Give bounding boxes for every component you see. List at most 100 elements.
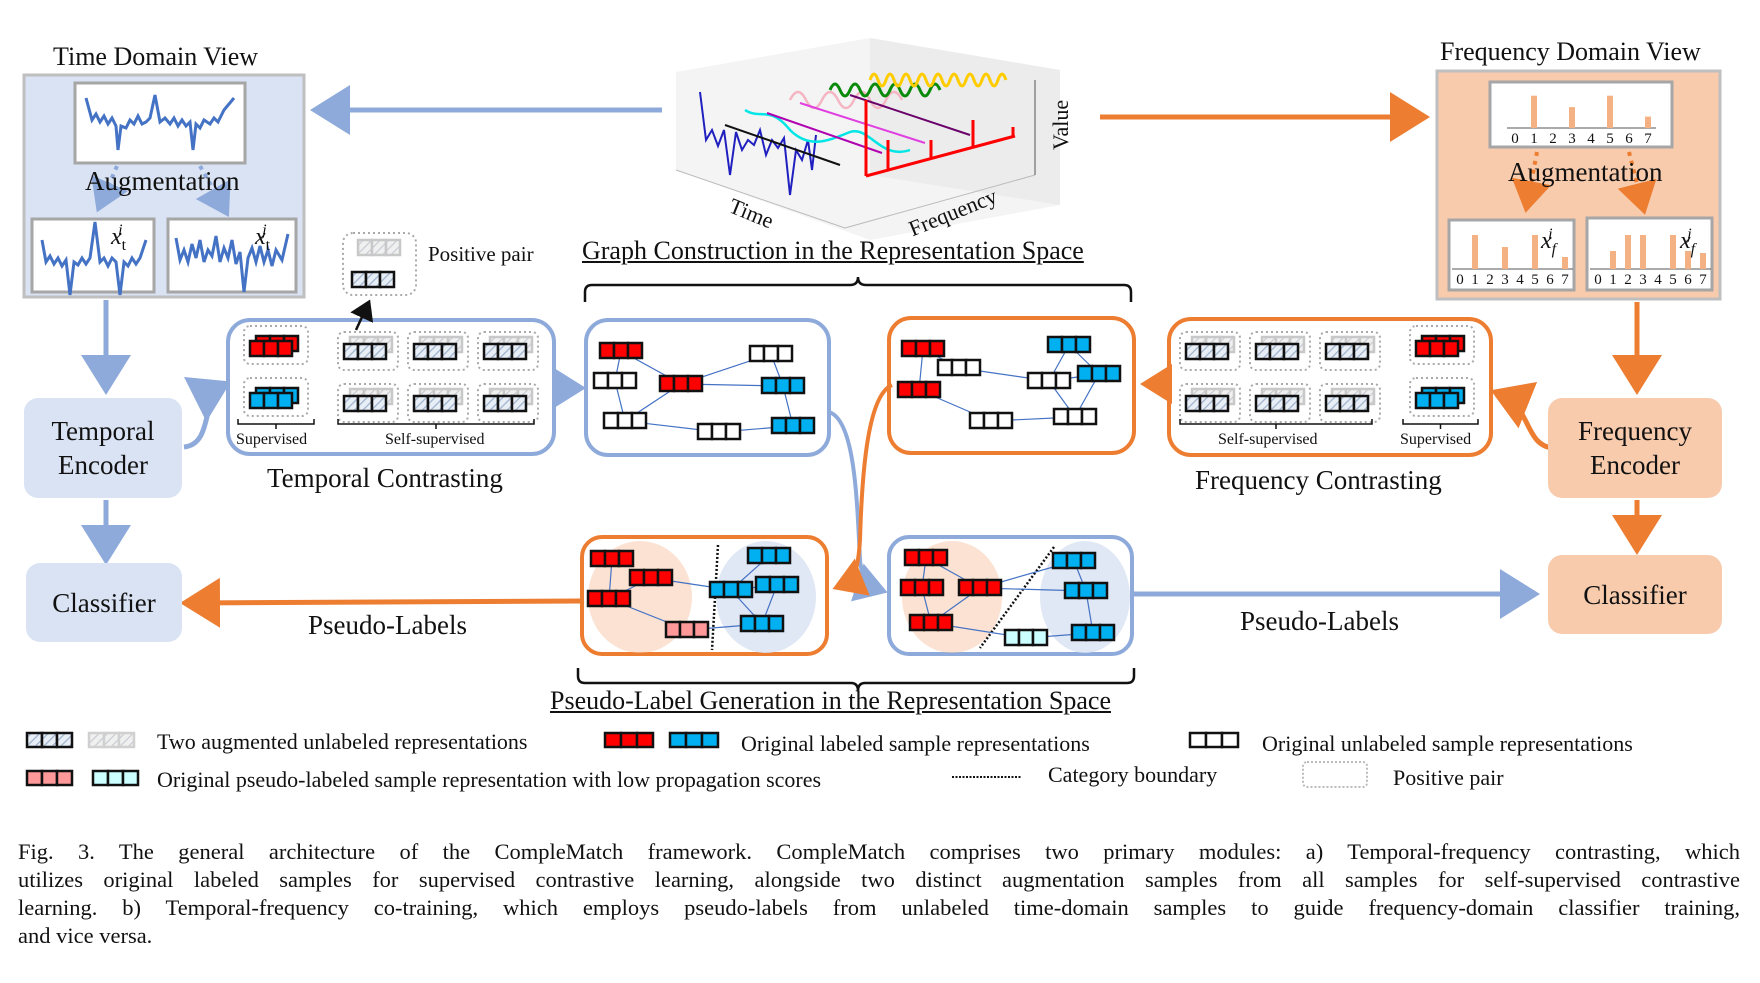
frequency-supervised-label: Supervised <box>1400 431 1472 448</box>
labeled-node <box>760 376 806 395</box>
frequency-view-j-box <box>1585 216 1714 292</box>
pseudo-labels-right: Pseudo-Labels <box>1240 606 1399 636</box>
frequency-bar-5 <box>1607 95 1613 128</box>
time-original-signal <box>84 94 236 151</box>
var-sub: f <box>1690 240 1696 258</box>
labeled-node <box>739 614 785 633</box>
supervised-red-stack <box>248 334 300 358</box>
aug-view-front <box>1324 342 1370 361</box>
stack-front <box>248 339 294 358</box>
positive-pair-outline <box>1319 383 1381 423</box>
frequency-tick-3: 3 <box>1501 272 1509 288</box>
frequency-aug-pair-1 <box>1179 331 1241 371</box>
frequency-bar-3 <box>1502 247 1508 269</box>
frequency-tick-4: 4 <box>1587 131 1595 147</box>
legend-positive-pair-swatch <box>1302 761 1368 788</box>
labeled-node <box>708 580 754 599</box>
frequency-bar-6 <box>1685 251 1691 269</box>
arrow-encoder-to-temporal-contrasting <box>183 377 231 450</box>
legend-category-boundary: Category boundary <box>1048 762 1218 787</box>
temporal-supervised-bracket <box>237 419 315 429</box>
aug-view-front <box>412 394 458 413</box>
supervised-red-outline <box>243 325 309 365</box>
aug-view-front <box>342 394 388 413</box>
temporal-self-supervised-bracket <box>337 419 535 429</box>
temporal-aug-pair-4 <box>337 383 399 423</box>
pseudo-labeled-node <box>664 620 710 639</box>
var-x: x <box>255 224 266 250</box>
legend-orig-labeled: Original labeled sample representations <box>741 731 1090 756</box>
arrow-encoder-to-frequency-contrasting <box>1490 381 1554 451</box>
temporal-aug-pair-1 <box>337 331 399 371</box>
frequency-tick-2: 2 <box>1624 272 1632 288</box>
positive-pair-outline <box>477 383 539 423</box>
time-domain-view <box>22 73 306 299</box>
frequency-tick-1: 1 <box>1530 131 1538 147</box>
frequency-tick-7: 7 <box>1561 272 1569 288</box>
unlabeled-node <box>592 371 638 390</box>
category-boundary-line <box>978 546 1056 649</box>
var-x: x <box>1680 228 1691 254</box>
var-sup: j <box>262 222 267 239</box>
aug-view-front <box>1184 342 1230 361</box>
frequency-bar-1 <box>1531 95 1537 128</box>
augment-arrow-i <box>91 165 128 213</box>
var-sub: t <box>121 236 127 254</box>
time-view-i-signal <box>40 221 148 296</box>
supervised-red-outline <box>1409 325 1475 365</box>
caption-line-3: learning. b) Temporal-frequency co-train… <box>18 895 1740 920</box>
labeled-node <box>957 578 1003 597</box>
unlabeled-node <box>936 358 982 377</box>
frequency-self-supervised-bracket <box>1179 419 1373 429</box>
pseudo-label-brace <box>576 668 1136 692</box>
temporal-aug-pair-6 <box>477 383 539 423</box>
positive-pair-outline <box>337 331 399 371</box>
legend-aug-view-b <box>87 731 136 749</box>
stack-front <box>248 391 294 410</box>
var-sub: f <box>1551 240 1557 258</box>
plot-sine-pink <box>788 90 904 110</box>
frequency-tick-5: 5 <box>1669 272 1677 288</box>
frequency-aug-pair-6 <box>1319 383 1381 423</box>
var-sup: i <box>1548 226 1553 243</box>
frequency-original-box <box>1488 80 1674 149</box>
positive-pair-outline <box>337 383 399 423</box>
positive-pair-outline <box>1249 331 1311 371</box>
positive-pair-outline <box>1179 331 1241 371</box>
labeled-node <box>746 546 792 565</box>
temporal-self-supervised-label: Self-supervised <box>385 431 485 448</box>
supervised-blue-outline <box>243 377 309 417</box>
frequency-tick-2: 2 <box>1549 131 1557 147</box>
unlabeled-node <box>748 344 794 363</box>
frequency-bar-3 <box>1569 107 1575 128</box>
frequency-tick-0: 0 <box>1594 272 1602 288</box>
time-view-j-signal <box>174 233 290 293</box>
aug-view-front <box>412 342 458 361</box>
pseudo-labels-left: Pseudo-Labels <box>308 610 467 640</box>
temporal-supervised-label: Supervised <box>236 431 308 448</box>
labeled-node <box>908 613 954 632</box>
caption-line-2: utilizes original labeled samples for su… <box>18 867 1740 892</box>
time-view-i-label: xti <box>111 222 131 255</box>
frequency-encoder-line1: Frequency <box>1578 416 1692 446</box>
plot-sine-yellow <box>868 72 1008 88</box>
frequency-encoder-line2: Encoder <box>1590 450 1680 480</box>
unlabeled-node <box>602 411 648 430</box>
aug-view-front <box>1184 394 1230 413</box>
frequency-aug-pair-2 <box>1249 331 1311 371</box>
supervised-blue-stack <box>1414 386 1466 410</box>
legend-unlabeled <box>1188 731 1240 749</box>
legend-pseudo-red <box>25 769 74 787</box>
arrow-temporal-graph-to-pseudo <box>828 410 888 602</box>
frequency-tick-4: 4 <box>1516 272 1524 288</box>
labeled-node <box>896 380 942 399</box>
temporal-graph <box>592 341 816 441</box>
frequency-tick-3: 3 <box>1639 272 1647 288</box>
freq-augment-arrow-j <box>1617 151 1657 215</box>
var-sup: j <box>1687 226 1692 243</box>
unlabeled-node <box>1026 371 1072 390</box>
stack-front <box>1414 391 1460 410</box>
